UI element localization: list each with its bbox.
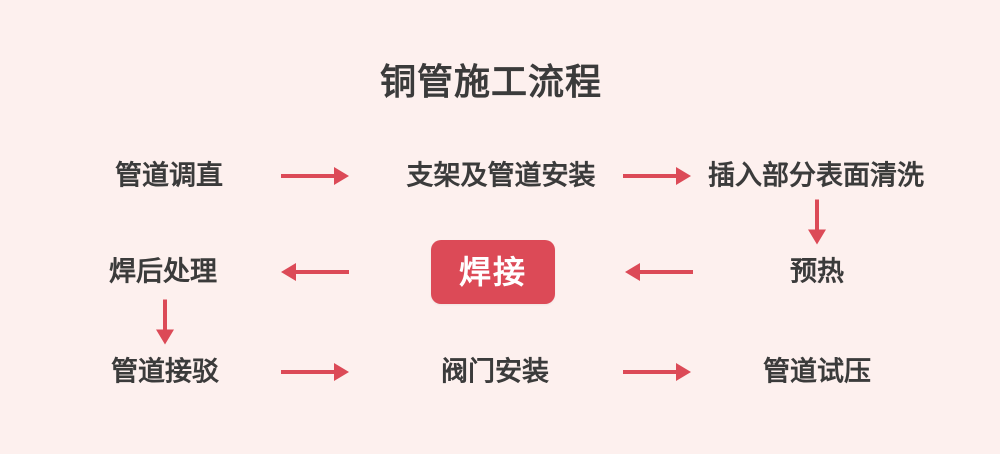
step-bracket-and-pipe-install: 支架及管道安装 xyxy=(406,160,596,191)
arrow-line xyxy=(281,370,334,374)
step-insert-surface-cleaning: 插入部分表面清洗 xyxy=(708,160,924,191)
arrow-head xyxy=(625,263,640,281)
step-pipe-straightening: 管道调直 xyxy=(115,160,223,191)
step-welding: 焊接 xyxy=(458,254,527,290)
arrow-head xyxy=(808,229,826,245)
step-pipe-pressure-test: 管道试压 xyxy=(763,356,871,387)
step-preheat: 预热 xyxy=(790,256,844,287)
arrow-left-icon xyxy=(281,263,349,281)
arrow-line xyxy=(623,174,676,178)
arrow-line xyxy=(640,270,693,274)
page-title: 铜管施工流程 xyxy=(379,61,603,102)
step-post-weld-treatment: 焊后处理 xyxy=(109,256,217,287)
arrow-line xyxy=(815,199,819,231)
arrow-head xyxy=(676,363,691,381)
arrow-right-icon xyxy=(281,167,349,185)
arrow-down-icon xyxy=(156,299,174,345)
arrow-down-icon xyxy=(808,199,826,245)
arrow-head xyxy=(334,167,349,185)
arrow-head xyxy=(676,167,691,185)
arrow-right-icon xyxy=(623,363,691,381)
arrow-line xyxy=(163,299,167,331)
step-pipe-connection: 管道接驳 xyxy=(111,356,219,387)
arrow-line xyxy=(281,174,334,178)
arrow-right-icon xyxy=(623,167,691,185)
arrow-head xyxy=(281,263,296,281)
arrow-left-icon xyxy=(625,263,693,281)
arrow-head xyxy=(334,363,349,381)
arrow-right-icon xyxy=(281,363,349,381)
arrow-head xyxy=(156,329,174,345)
step-welding-highlight-box: 焊接 xyxy=(431,240,555,304)
arrow-line xyxy=(623,370,676,374)
step-valve-install: 阀门安装 xyxy=(441,356,549,387)
arrow-line xyxy=(296,270,349,274)
